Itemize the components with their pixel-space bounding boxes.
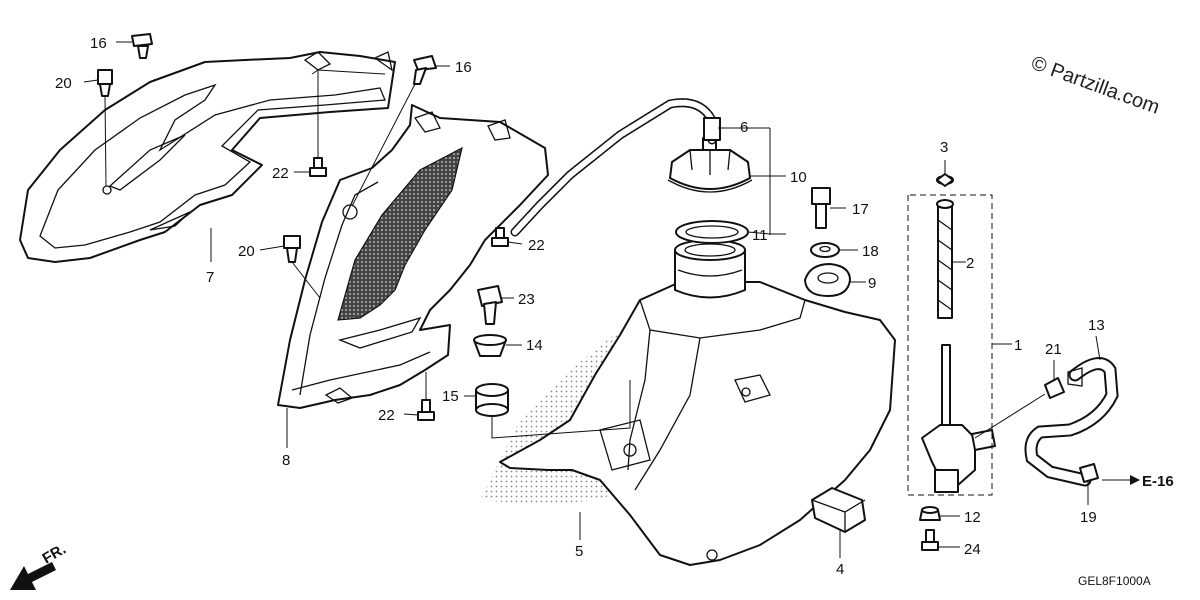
callout-21: 21 (1045, 341, 1062, 358)
callout-8: 8 (282, 452, 290, 469)
callout-22b: 22 (528, 237, 545, 254)
fuel-cap-part (667, 137, 753, 193)
hose-clip-lower-part (1079, 463, 1099, 483)
pad-4-part (811, 487, 866, 533)
watermark-text: © Partzilla.com (1028, 52, 1162, 119)
diagram-code: GEL8F1000A (1078, 574, 1151, 588)
front-direction-arrow (10, 562, 56, 590)
callout-13: 13 (1088, 317, 1105, 334)
nut-12-part (919, 506, 941, 521)
callout-20a: 20 (55, 75, 72, 92)
callout-4: 4 (836, 561, 844, 578)
reference-label: E-16 (1142, 473, 1174, 490)
callout-23: 23 (518, 291, 535, 308)
callout-18: 18 (862, 243, 879, 260)
callout-17: 17 (852, 201, 869, 218)
screw-22c-part (417, 399, 435, 421)
callout-14: 14 (526, 337, 543, 354)
grommet-20a-part (97, 69, 113, 97)
rubber-9-part (804, 263, 851, 297)
callout-19: 19 (1080, 509, 1097, 526)
cap-gasket-part (675, 220, 749, 244)
callout-5: 5 (575, 543, 583, 560)
screw-22b-part (491, 227, 509, 247)
cushion-15-part (475, 383, 509, 417)
callout-22a: 22 (272, 165, 289, 182)
bolt-16a-part (131, 33, 153, 59)
callout-1: 1 (1014, 337, 1022, 354)
fuel-tank-part (480, 239, 896, 566)
screw-24-part (921, 529, 939, 551)
valve-assembly-bracket (907, 194, 993, 496)
callout-labels: 16 20 16 22 20 7 22 23 14 15 22 8 5 6 10… (55, 35, 1105, 578)
direction-label: FR. (40, 541, 69, 568)
bolt-16b-part (413, 55, 437, 85)
collar-14-part (473, 334, 507, 357)
callout-2: 2 (966, 255, 974, 272)
washer-18-part (810, 242, 840, 258)
callout-7: 7 (206, 269, 214, 286)
callout-11: 11 (752, 227, 768, 244)
screw-22a-part (309, 157, 327, 177)
callout-16b: 16 (455, 59, 472, 76)
bolt-23-part (477, 285, 503, 325)
callout-9: 9 (868, 275, 876, 292)
callout-16a: 16 (90, 35, 107, 52)
breather-tube-part (510, 98, 721, 237)
fuel-strainer-part (936, 199, 954, 319)
callout-3: 3 (940, 139, 948, 156)
hose-clip-upper-part (1044, 377, 1065, 399)
fuel-hose-part (1024, 357, 1119, 487)
bolt-17-part (811, 187, 831, 229)
ring-3-part (936, 173, 954, 187)
grommet-20b-part (283, 235, 301, 263)
callout-12: 12 (964, 509, 981, 526)
fuel-valve-part (921, 344, 996, 493)
callout-24: 24 (964, 541, 981, 558)
callout-10: 10 (790, 169, 807, 186)
callout-20b: 20 (238, 243, 255, 260)
shroud-left-part (19, 51, 396, 263)
reference-arrow-head-icon (1130, 475, 1140, 485)
callout-22c: 22 (378, 407, 395, 424)
callout-15: 15 (442, 388, 459, 405)
leader-lines (83, 41, 1101, 558)
callout-6: 6 (740, 119, 748, 136)
